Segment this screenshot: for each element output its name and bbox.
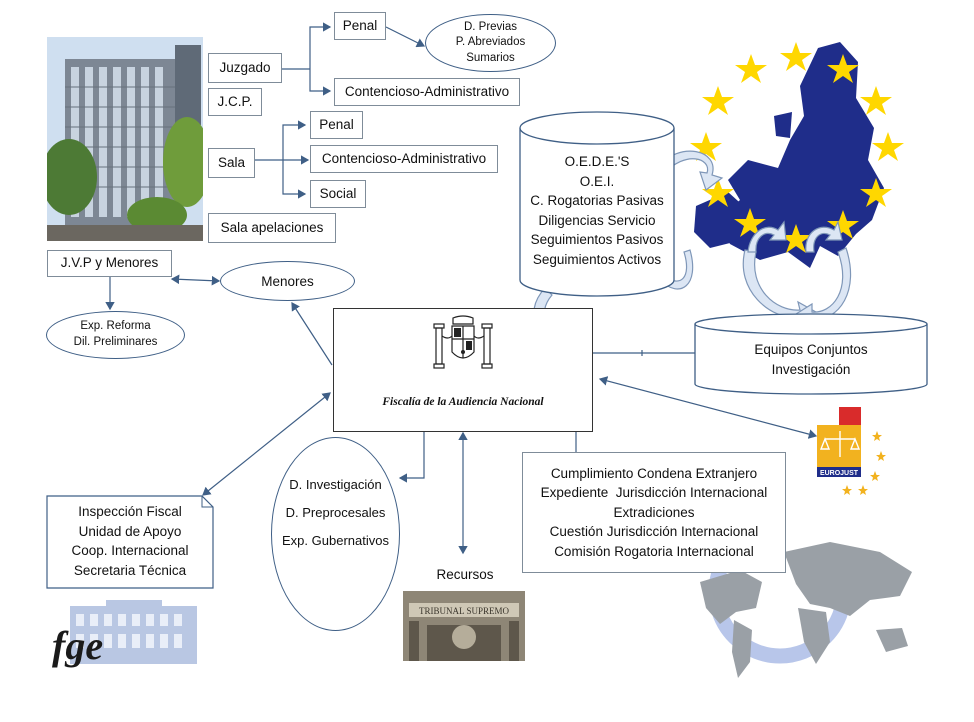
juzgado-box: Juzgado <box>208 53 282 83</box>
sala-apelaciones-label: Sala apelaciones <box>220 219 324 235</box>
eurojust-text: EUROJUST <box>820 470 859 477</box>
fiscalia-center-box: Fiscalía de la Audiencia Nacional <box>333 308 593 432</box>
international-item: Comisión Rogatoria Internacional <box>554 543 754 559</box>
jvp-menores-box: J.V.P y Menores <box>47 250 172 277</box>
equipos-line: Investigación <box>771 361 851 377</box>
menores-ellipse: Menores <box>220 261 355 301</box>
menores-proc-item: Dil. Preliminares <box>73 336 158 348</box>
cooperation-list: O.E.D.E.'S O.E.I. C. Rogatorias Pasivas … <box>517 152 677 269</box>
juzgado-penal-box: Penal <box>334 12 386 40</box>
sala-apelaciones-box: Sala apelaciones <box>208 213 336 243</box>
cooperation-item: Seguimientos Activos <box>532 251 662 267</box>
cooperation-item: Diligencias Servicio <box>538 212 656 228</box>
sala-social-box: Social <box>310 180 366 208</box>
internal-unit-item: Unidad de Apoyo <box>78 523 182 539</box>
diligencia-item: D. Preprocesales <box>285 505 386 520</box>
international-item: Expediente Jurisdicción Internacional <box>540 485 768 501</box>
cooperation-item: O.E.I. <box>579 173 615 189</box>
tribunal-supremo-photo: TRIBUNAL SUPREMO <box>403 591 525 661</box>
fiscalia-label: Fiscalía de la Audiencia Nacional <box>382 396 544 408</box>
eurojust-logo: EUROJUST <box>817 407 886 495</box>
sala-penal-box: Penal <box>310 111 363 139</box>
internal-unit-item: Coop. Internacional <box>71 543 189 559</box>
international-item: Extradiciones <box>613 504 695 520</box>
international-box: Cumplimiento Condena Extranjero Expedien… <box>522 452 786 573</box>
fge-logo-text: fge <box>52 623 104 668</box>
internal-unit-item: Inspección Fiscal <box>78 504 182 519</box>
juzgado-contencioso-box: Contencioso-Administrativo <box>334 78 520 106</box>
procedure-item: P. Abreviados <box>455 36 526 49</box>
international-item: Cuestión Jurisdicción Internacional <box>549 524 759 540</box>
procedure-item: D. Previas <box>463 20 518 33</box>
menores-label: Menores <box>261 273 314 289</box>
cooperation-item: Seguimientos Pasivos <box>530 232 664 248</box>
sala-social-label: Social <box>319 185 357 201</box>
jcp-label: J.C.P. <box>217 93 253 109</box>
internal-units-shape <box>46 495 214 589</box>
sala-contencioso-box: Contencioso-Administrativo <box>310 145 498 173</box>
audiencia-building-photo <box>47 37 203 241</box>
eu-star <box>735 54 767 83</box>
jvp-menores-label: J.V.P y Menores <box>60 255 159 271</box>
juzgado-contencioso-label: Contencioso-Administrativo <box>344 83 510 99</box>
sala-contencioso-label: Contencioso-Administrativo <box>321 150 487 166</box>
world-map <box>700 520 912 678</box>
recursos-label: Recursos <box>436 567 494 582</box>
cooperation-item: C. Rogatorias Pasivas <box>530 193 664 209</box>
equipos-line: Equipos Conjuntos <box>754 342 868 357</box>
fge-building-logo <box>70 600 197 664</box>
jcp-box: J.C.P. <box>208 88 262 116</box>
menores-proc-item: Exp. Reforma <box>80 320 151 333</box>
sala-box: Sala <box>208 148 255 178</box>
supremo-sign: TRIBUNAL SUPREMO <box>419 606 509 616</box>
internal-unit-item: Secretaria Técnica <box>73 562 187 578</box>
spain-coat-of-arms-icon <box>433 315 493 369</box>
sala-penal-label: Penal <box>319 116 354 132</box>
diligencias-ellipse: D. Investigación D. Preprocesales Exp. G… <box>271 437 400 631</box>
juzgado-label: Juzgado <box>219 59 271 75</box>
diligencia-item: Exp. Gubernativos <box>282 533 389 548</box>
juzgado-penal-label: Penal <box>342 17 378 33</box>
equipos-cylinder-shape <box>694 313 928 395</box>
cooperation-cylinder-shape <box>519 111 675 297</box>
internal-units-list: Inspección Fiscal Unidad de Apoyo Coop. … <box>46 502 214 580</box>
cooperation-item: O.E.D.E.'S <box>564 154 630 169</box>
equipos-label: Equipos Conjuntos Investigación <box>693 340 929 379</box>
diligencia-item: D. Investigación <box>289 477 382 492</box>
eu-map <box>690 42 904 268</box>
sala-label: Sala <box>217 154 246 170</box>
international-item: Cumplimiento Condena Extranjero <box>550 465 758 481</box>
procedure-item: Sumarios <box>466 51 515 64</box>
